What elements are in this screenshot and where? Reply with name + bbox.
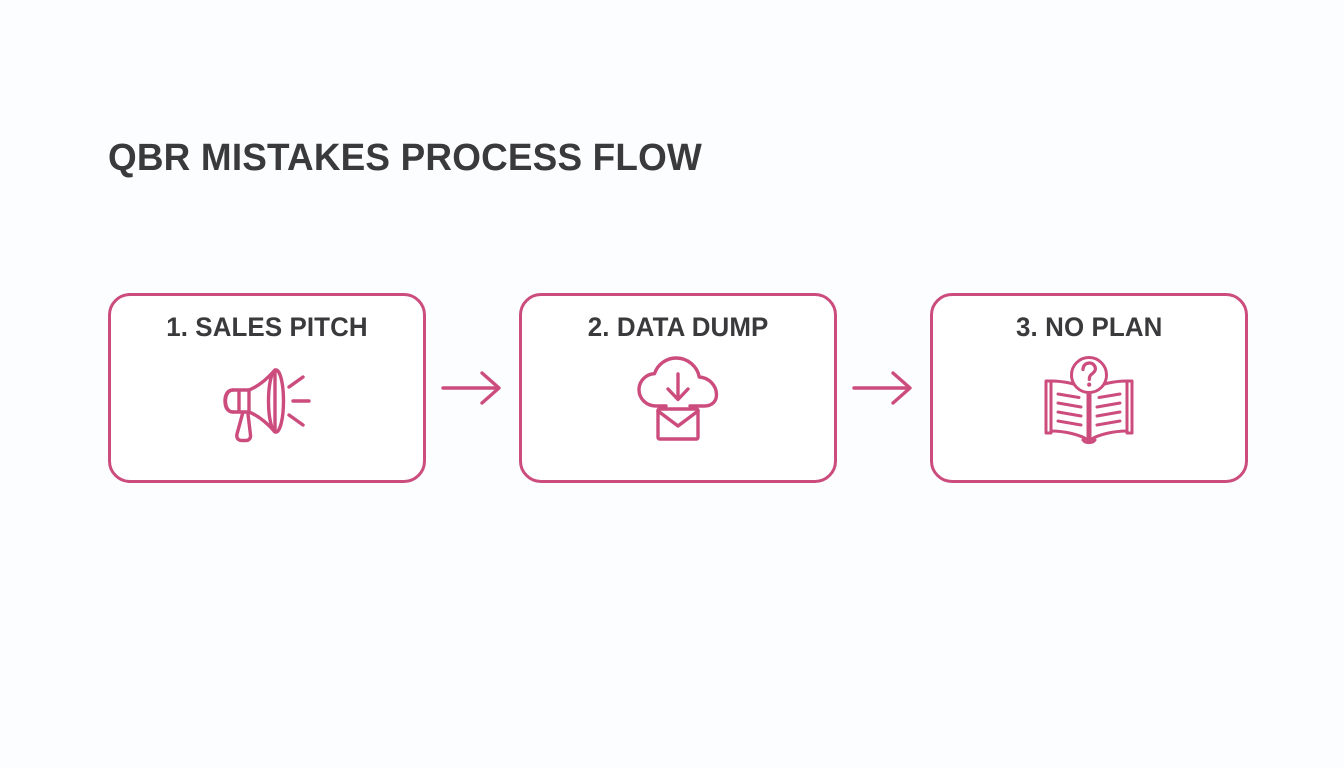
page-title: QBR MISTAKES PROCESS FLOW (108, 137, 702, 179)
open-book-question-icon (1037, 352, 1141, 452)
process-flow-row: 1. SALES PITCH (108, 292, 1248, 484)
arrow-right-icon (851, 371, 912, 405)
flow-step-card-1[interactable]: 1. SALES PITCH (108, 293, 426, 483)
flow-step-label-3: 3. NO PLAN (1015, 312, 1163, 342)
flow-step-label-2: 2. DATA DUMP (587, 312, 769, 342)
flow-step-card-3[interactable]: 3. NO PLAN (930, 293, 1248, 483)
flow-step-label-1: 1. SALES PITCH (166, 312, 368, 342)
cloud-download-envelope-icon (626, 352, 730, 452)
arrow-right-icon (440, 371, 501, 405)
megaphone-icon (215, 352, 319, 452)
flow-connector-arrow-1 (434, 365, 512, 411)
flow-connector-arrow-2 (845, 365, 923, 411)
flow-step-card-2[interactable]: 2. DATA DUMP (519, 293, 837, 483)
